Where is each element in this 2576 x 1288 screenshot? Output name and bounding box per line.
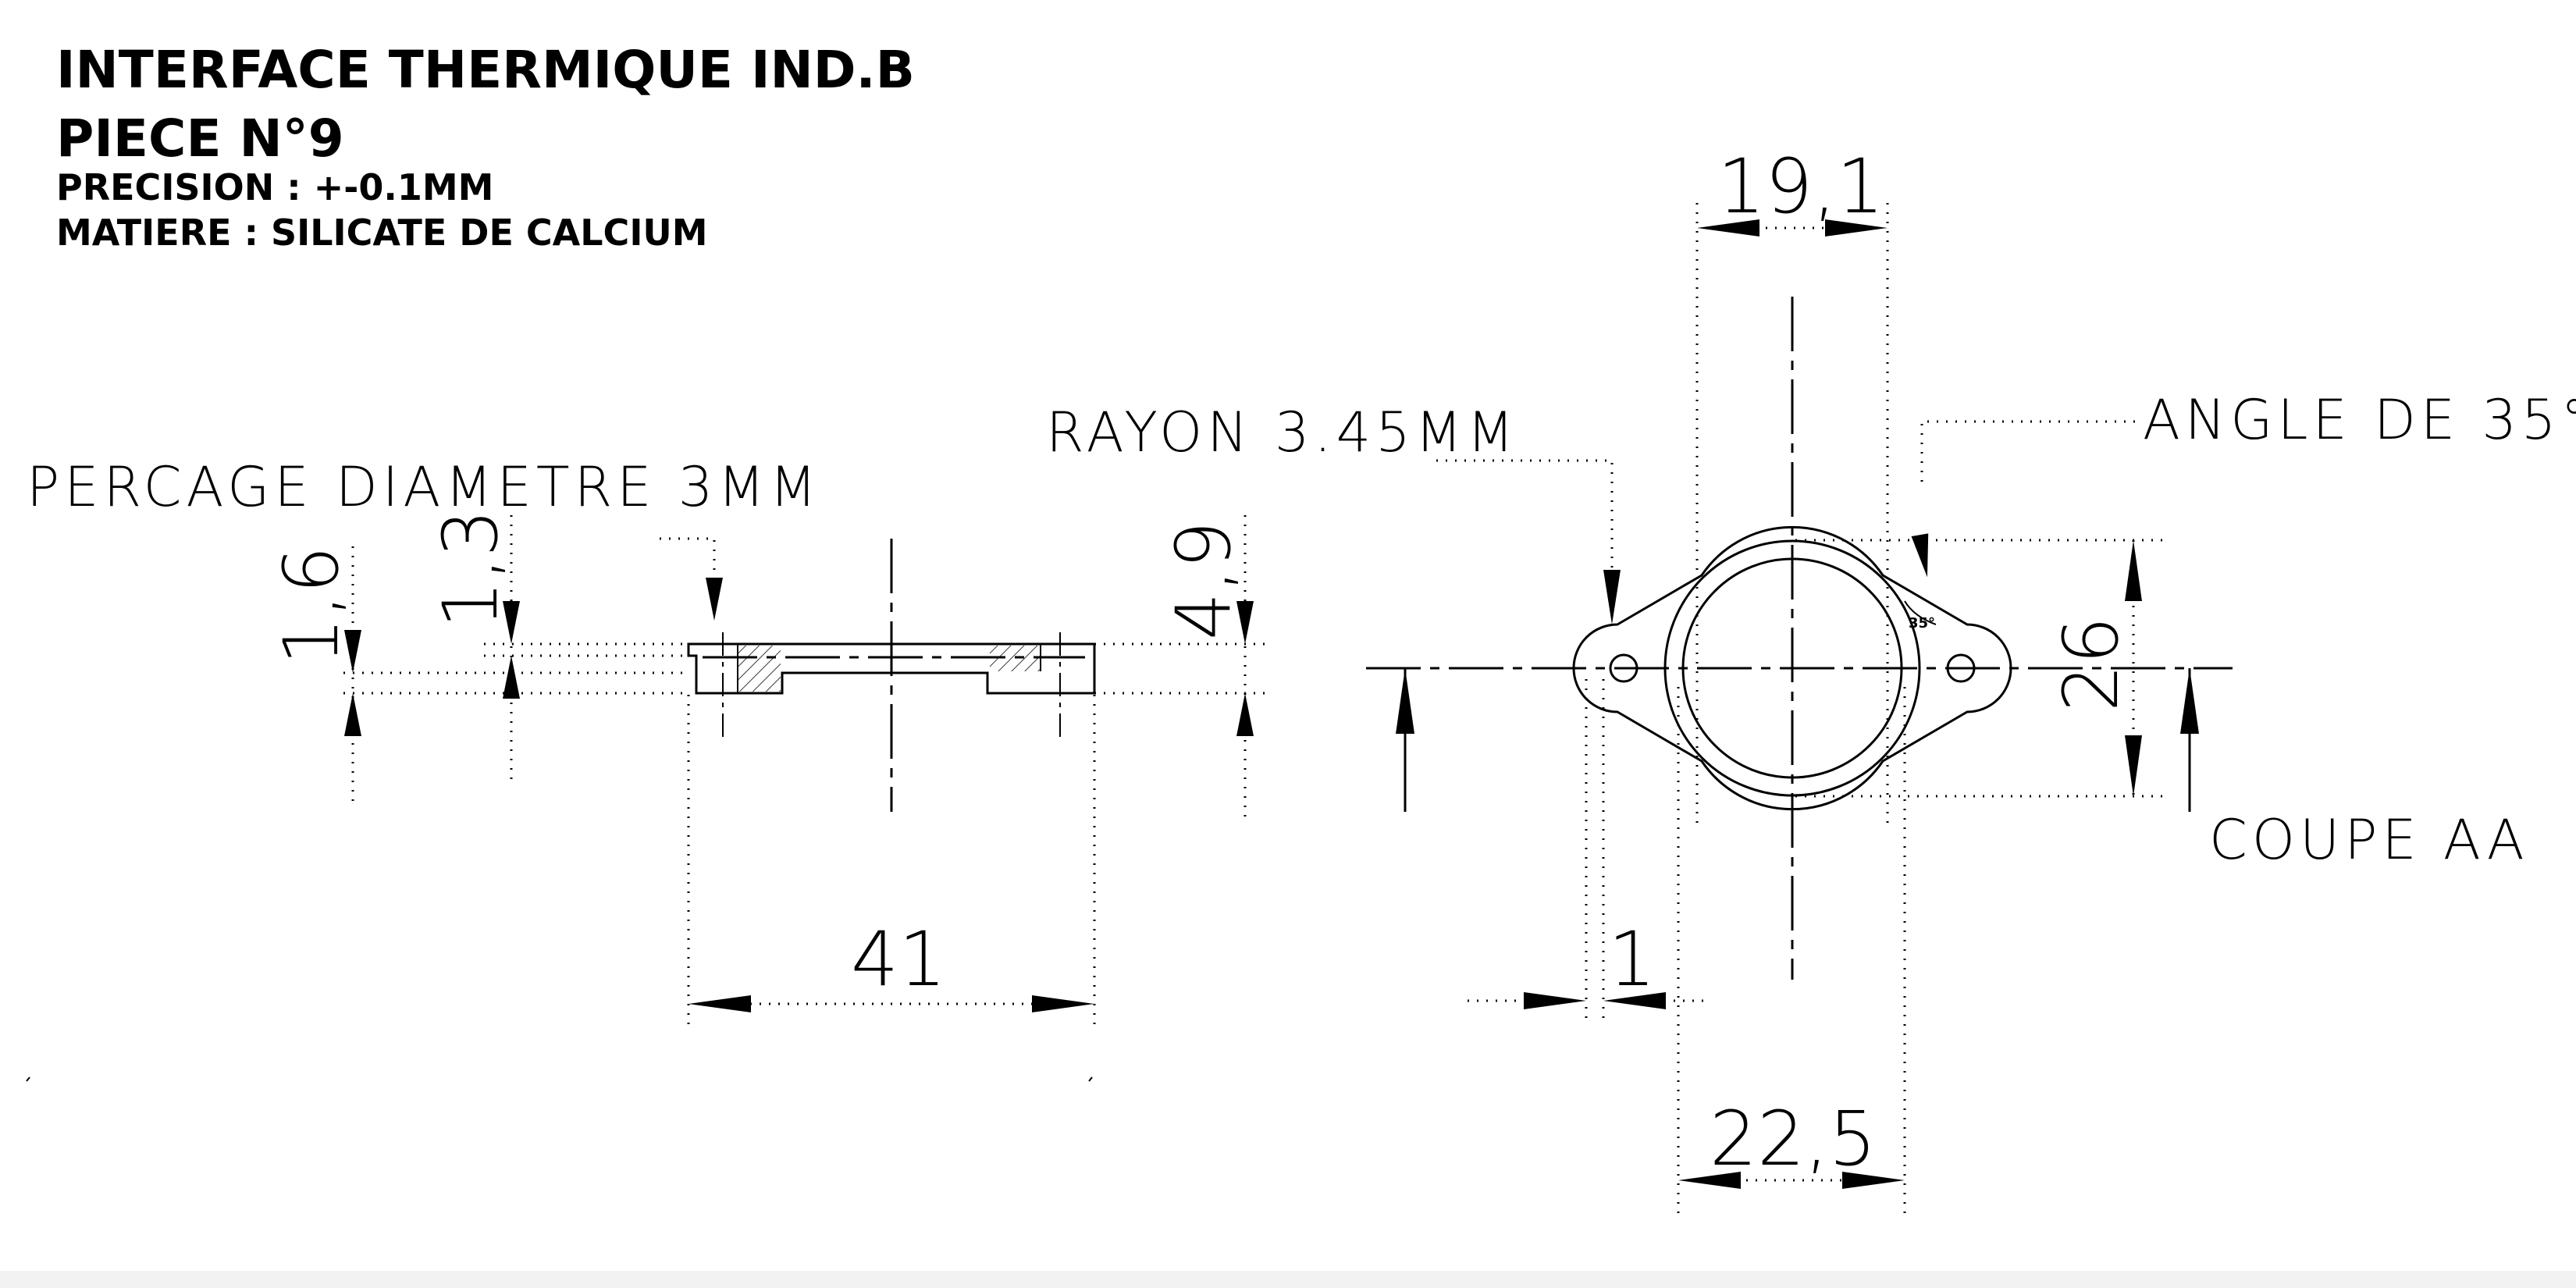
dim-1-3: 1,3 [427,509,514,628]
angle-arc [1904,600,1937,625]
dim-26: 26 [2048,617,2135,712]
dim-1-6: 1,6 [268,546,355,665]
section-label: COUPE AA [2209,808,2529,872]
title-block: INTERFACE THERMIQUE IND.B PIECE N°9 PREC… [56,40,915,254]
angle-small-label: 35° [1909,615,1935,632]
footer-strip [0,1271,2576,1288]
hatch-left [738,646,781,692]
dim-22-5: 22,5 [1710,1095,1877,1183]
dim-1: 1 [1608,916,1656,1003]
precision-note: PRECISION : +-0.1MM [56,166,493,208]
front-view: COUPE AA 19,1 22,5 26 1 RAYON 3.45MM [1046,143,2576,1218]
angle-label: ANGLE DE 35° [2143,388,2576,452]
drilling-label: PERCAGE DIAMETRE 3MM [27,455,821,519]
dim-19-1: 19,1 [1717,143,1884,230]
flange-outline [1572,525,2012,811]
material-note: MATIERE : SILICATE DE CALCIUM [56,212,708,254]
section-view: PERCAGE DIAMETRE 3MM 1,6 1,3 [26,455,1265,1082]
drawing-title: INTERFACE THERMIQUE IND.B [56,40,915,100]
radius-label: RAYON 3.45MM [1046,400,1519,464]
part-number: PIECE N°9 [56,109,344,169]
drilling-leader [660,537,716,578]
dim-4-9: 4,9 [1160,521,1247,640]
dim-41: 41 [851,916,946,1003]
drilling-arrow [706,578,723,621]
